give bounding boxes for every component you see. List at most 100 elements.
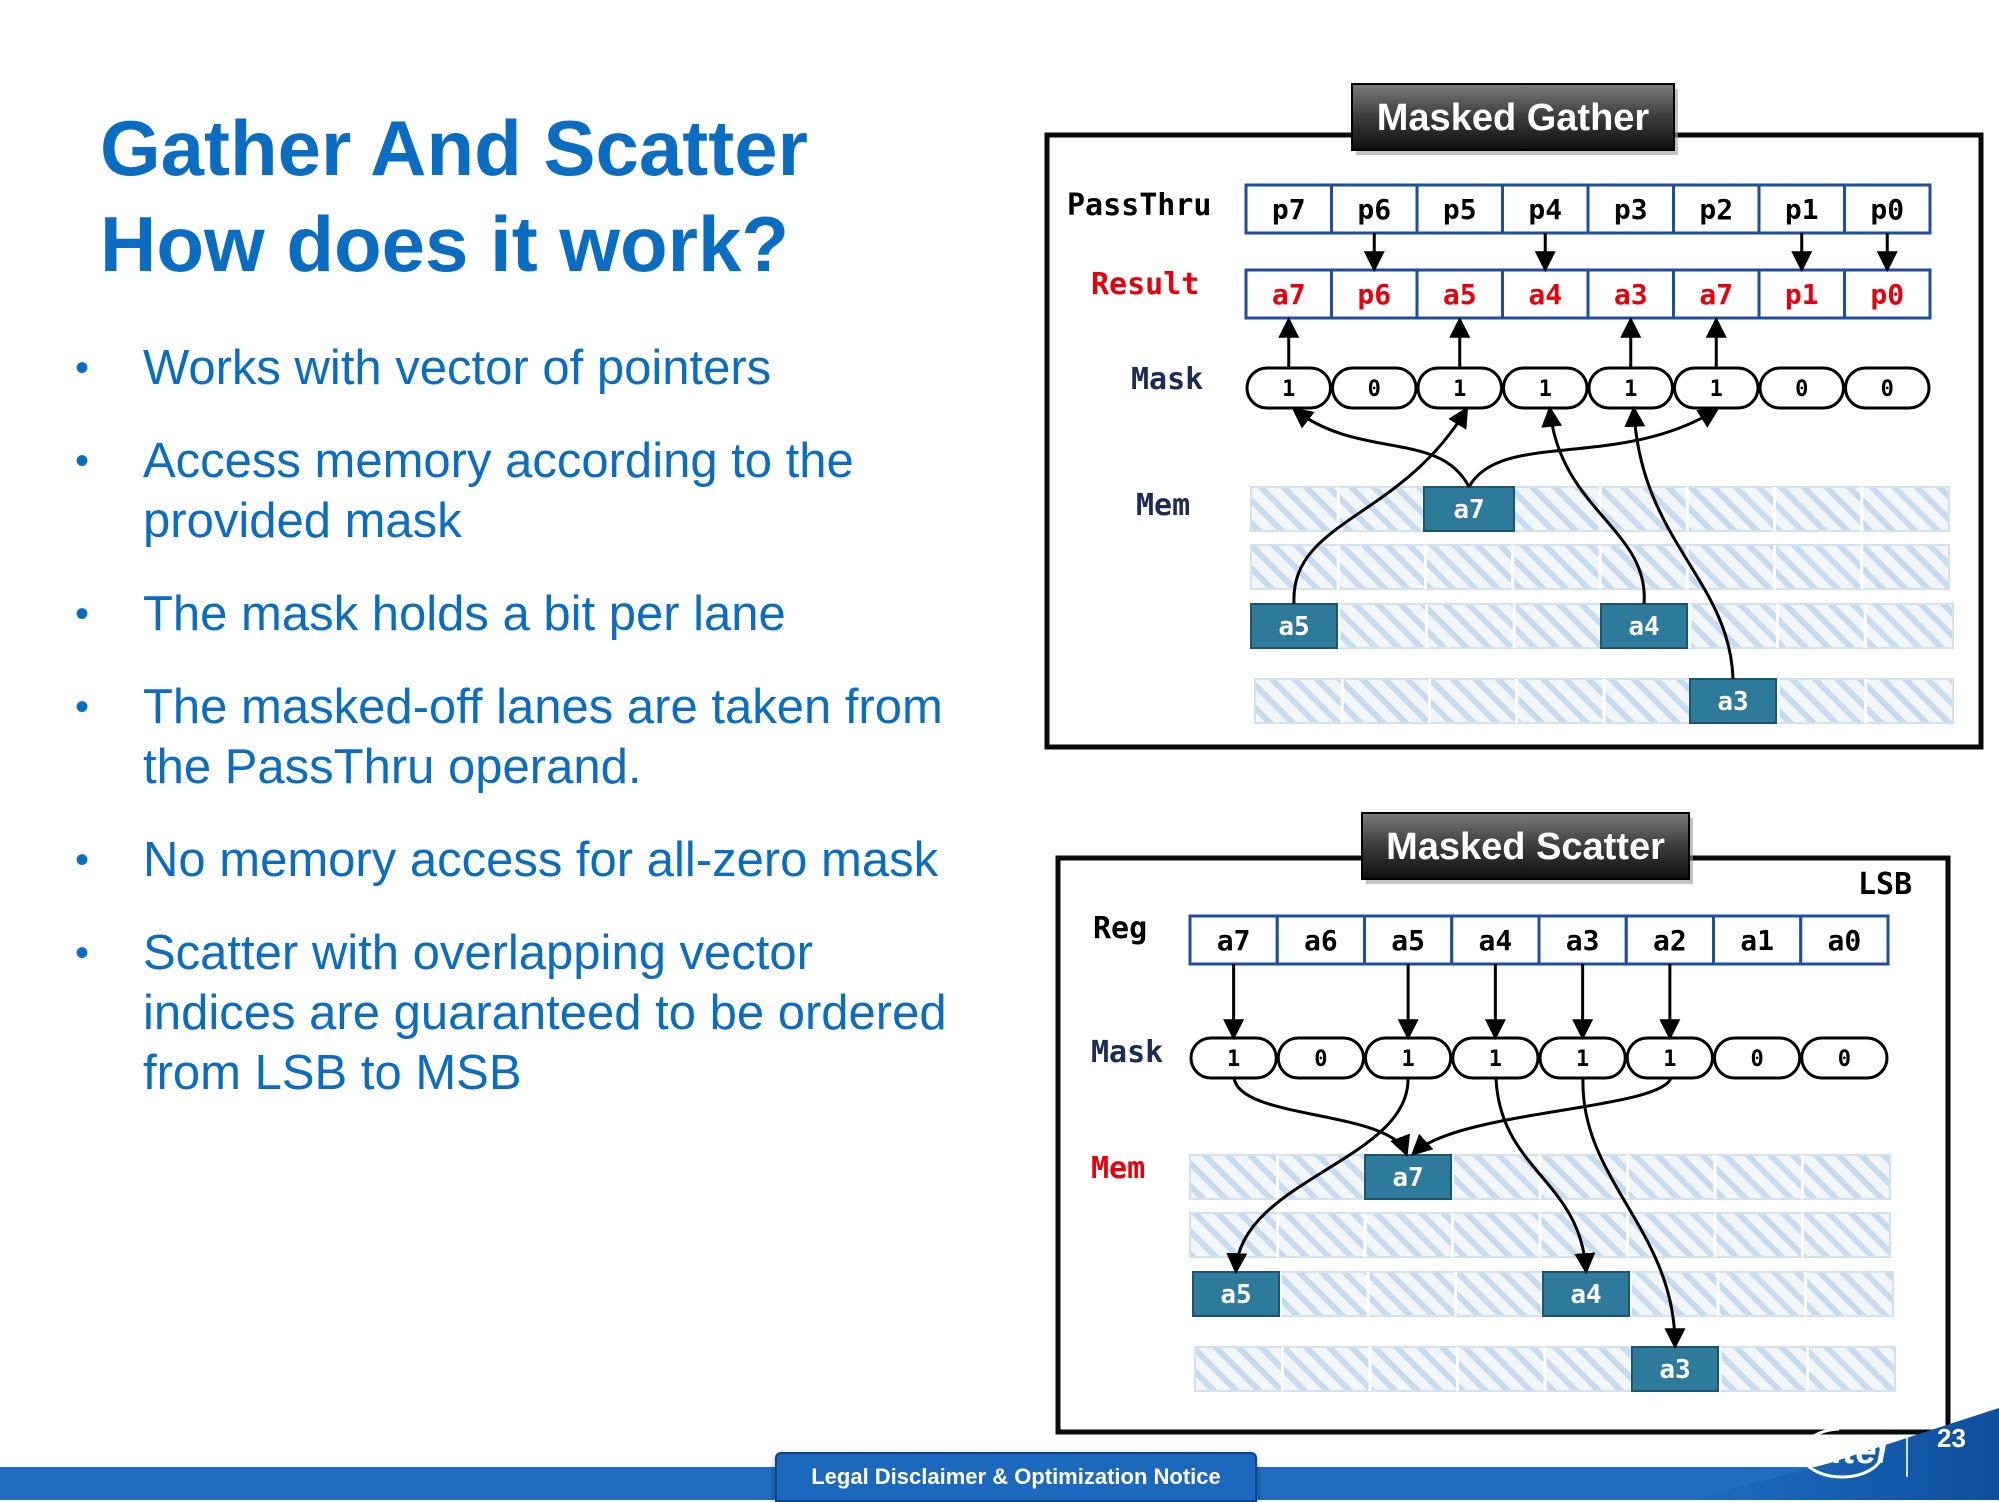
gather-mem-a5-label: a5 [1278,612,1309,642]
gather-mask-bit-value: 0 [1795,377,1808,402]
gather-mask-bit-value: 1 [1282,377,1295,402]
scatter-mask-label: Mask [1091,1035,1163,1070]
gather-result-value: a7 [1699,278,1733,311]
gather-tag [1351,83,1675,151]
gather-passthru-value: p5 [1443,193,1477,226]
gather-mem-a7-label: a7 [1453,495,1484,525]
gather-mem-a7 [1423,486,1515,532]
page-number: 23 [1937,1423,1966,1453]
scatter-reg-value: a6 [1304,924,1338,957]
bullet-item: Scatter with overlapping vector indices … [75,923,995,1103]
scatter-reg-cell [1799,914,1890,966]
gather-mem-to-mask-arrow [1624,405,1735,680]
bullet-item: The mask holds a bit per lane [75,584,995,644]
scatter-reg-label: Reg [1093,911,1147,946]
scatter-reg-value: a1 [1740,924,1774,957]
bullet-item: Access memory according to the provided … [75,431,995,551]
gather-mask-bit-value: 1 [1453,377,1466,402]
scatter-mem-a3 [1631,1346,1719,1392]
scatter-reg-value: a7 [1217,924,1251,957]
scatter-mem-a4-label: a4 [1570,1280,1601,1310]
scatter-mask-bit-value: 1 [1227,1047,1240,1072]
scatter-mem-label: Mem [1091,1151,1145,1186]
scatter-mem-a7-label: a7 [1392,1163,1423,1193]
gather-passthru-value: p3 [1614,193,1648,226]
gather-mask-bit-value: 1 [1624,377,1637,402]
scatter-mask-to-mem-arrow [1581,1077,1686,1350]
intel-logo-text: intel [1809,1430,1888,1472]
scatter-reg-cell [1537,914,1628,966]
scatter-reg-cell [1624,914,1715,966]
gather-mask-bit-value: 1 [1710,377,1723,402]
scatter-mask-bit [1276,1036,1365,1080]
gather-result-cell [1415,268,1504,320]
gather-passthru-cell [1501,183,1590,235]
gather-result-cell [1843,268,1932,320]
gather-passthru-value: p7 [1272,193,1306,226]
legal-disclaimer-button[interactable]: Legal Disclaimer & Optimization Notice [775,1452,1257,1502]
gather-result-cell [1501,268,1590,320]
gather-mask-bit-value: 1 [1539,377,1552,402]
gather-mask-bit [1331,366,1418,410]
scatter-mask-to-mem-arrow [1232,1077,1410,1157]
intel-logo-icon [1800,1427,1884,1479]
scatter-mem-a3-label: a3 [1659,1355,1690,1385]
gather-mask-bit [1844,366,1931,410]
gather-result-label: Result [1091,267,1199,302]
slide-title-line2: How does it work? [100,200,790,288]
gather-passthru-label: PassThru [1067,188,1212,223]
gather-passthru-cell [1843,183,1932,235]
scatter-mask-bit-value: 1 [1402,1047,1415,1072]
gather-passthru-cell [1244,183,1333,235]
gather-result-cell [1672,268,1761,320]
scatter-mask-bit-value: 1 [1489,1047,1502,1072]
gather-mask-bit-value: 0 [1881,377,1894,402]
gather-tag-text: Masked Gather [1377,97,1650,139]
slide-title: Gather And Scatter How does it work? [100,100,808,292]
bullet-item: The masked-off lanes are taken from the … [75,677,995,797]
scatter-reg-cell [1275,914,1366,966]
bullet-text: The mask holds a bit per lane [143,587,786,641]
bullet-text: Access memory according to the provided … [143,434,854,548]
scatter-reg-value: a5 [1391,924,1425,957]
bullet-list: Works with vector of pointers Access mem… [75,338,995,1136]
bullet-text: No memory access for all-zero mask [143,833,939,887]
gather-result-value: p6 [1357,278,1391,311]
gather-mem-to-mask-arrow [1292,406,1469,605]
scatter-mem-a5-label: a5 [1220,1280,1251,1310]
slide-title-line1: Gather And Scatter [100,104,808,192]
scatter-mask-bit-value: 1 [1663,1047,1676,1072]
gather-result-value: a3 [1614,278,1648,311]
gather-mem-to-mask-arrow [1541,405,1646,605]
scatter-mask-bit-value: 0 [1838,1047,1851,1072]
gather-mask-label: Mask [1131,362,1203,397]
scatter-reg-value: a4 [1479,924,1513,957]
gather-result-value: a4 [1528,278,1562,311]
footer-separator [1906,1435,1908,1477]
scatter-tag [1361,812,1690,880]
scatter-mask-bit-value: 1 [1576,1047,1589,1072]
gather-mem-a3-label: a3 [1717,687,1748,717]
scatter-mem-a7 [1364,1154,1452,1200]
gather-passthru-value: p2 [1699,193,1733,226]
scatter-mask-to-mem-arrow [1494,1077,1596,1275]
gather-result-value: p1 [1785,278,1819,311]
gather-passthru-cell [1757,183,1846,235]
scatter-reg-value: a3 [1566,924,1600,957]
scatter-tag-text: Masked Scatter [1386,826,1665,868]
scatter-reg-value: a2 [1653,924,1687,957]
bullet-text: Works with vector of pointers [143,341,772,395]
bullet-text: The masked-off lanes are taken from the … [143,680,943,794]
gather-mem-to-mask-arrow [1291,407,1471,488]
scatter-mask-bit-value: 0 [1314,1047,1327,1072]
scatter-mem-a5 [1192,1271,1280,1317]
gather-passthru-value: p0 [1870,193,1904,226]
gather-passthru-value: p1 [1785,193,1819,226]
scatter-mask-bit [1713,1036,1802,1080]
gather-passthru-value: p6 [1357,193,1391,226]
gather-result-value: a5 [1443,278,1477,311]
scatter-mask-bit [1800,1036,1889,1080]
